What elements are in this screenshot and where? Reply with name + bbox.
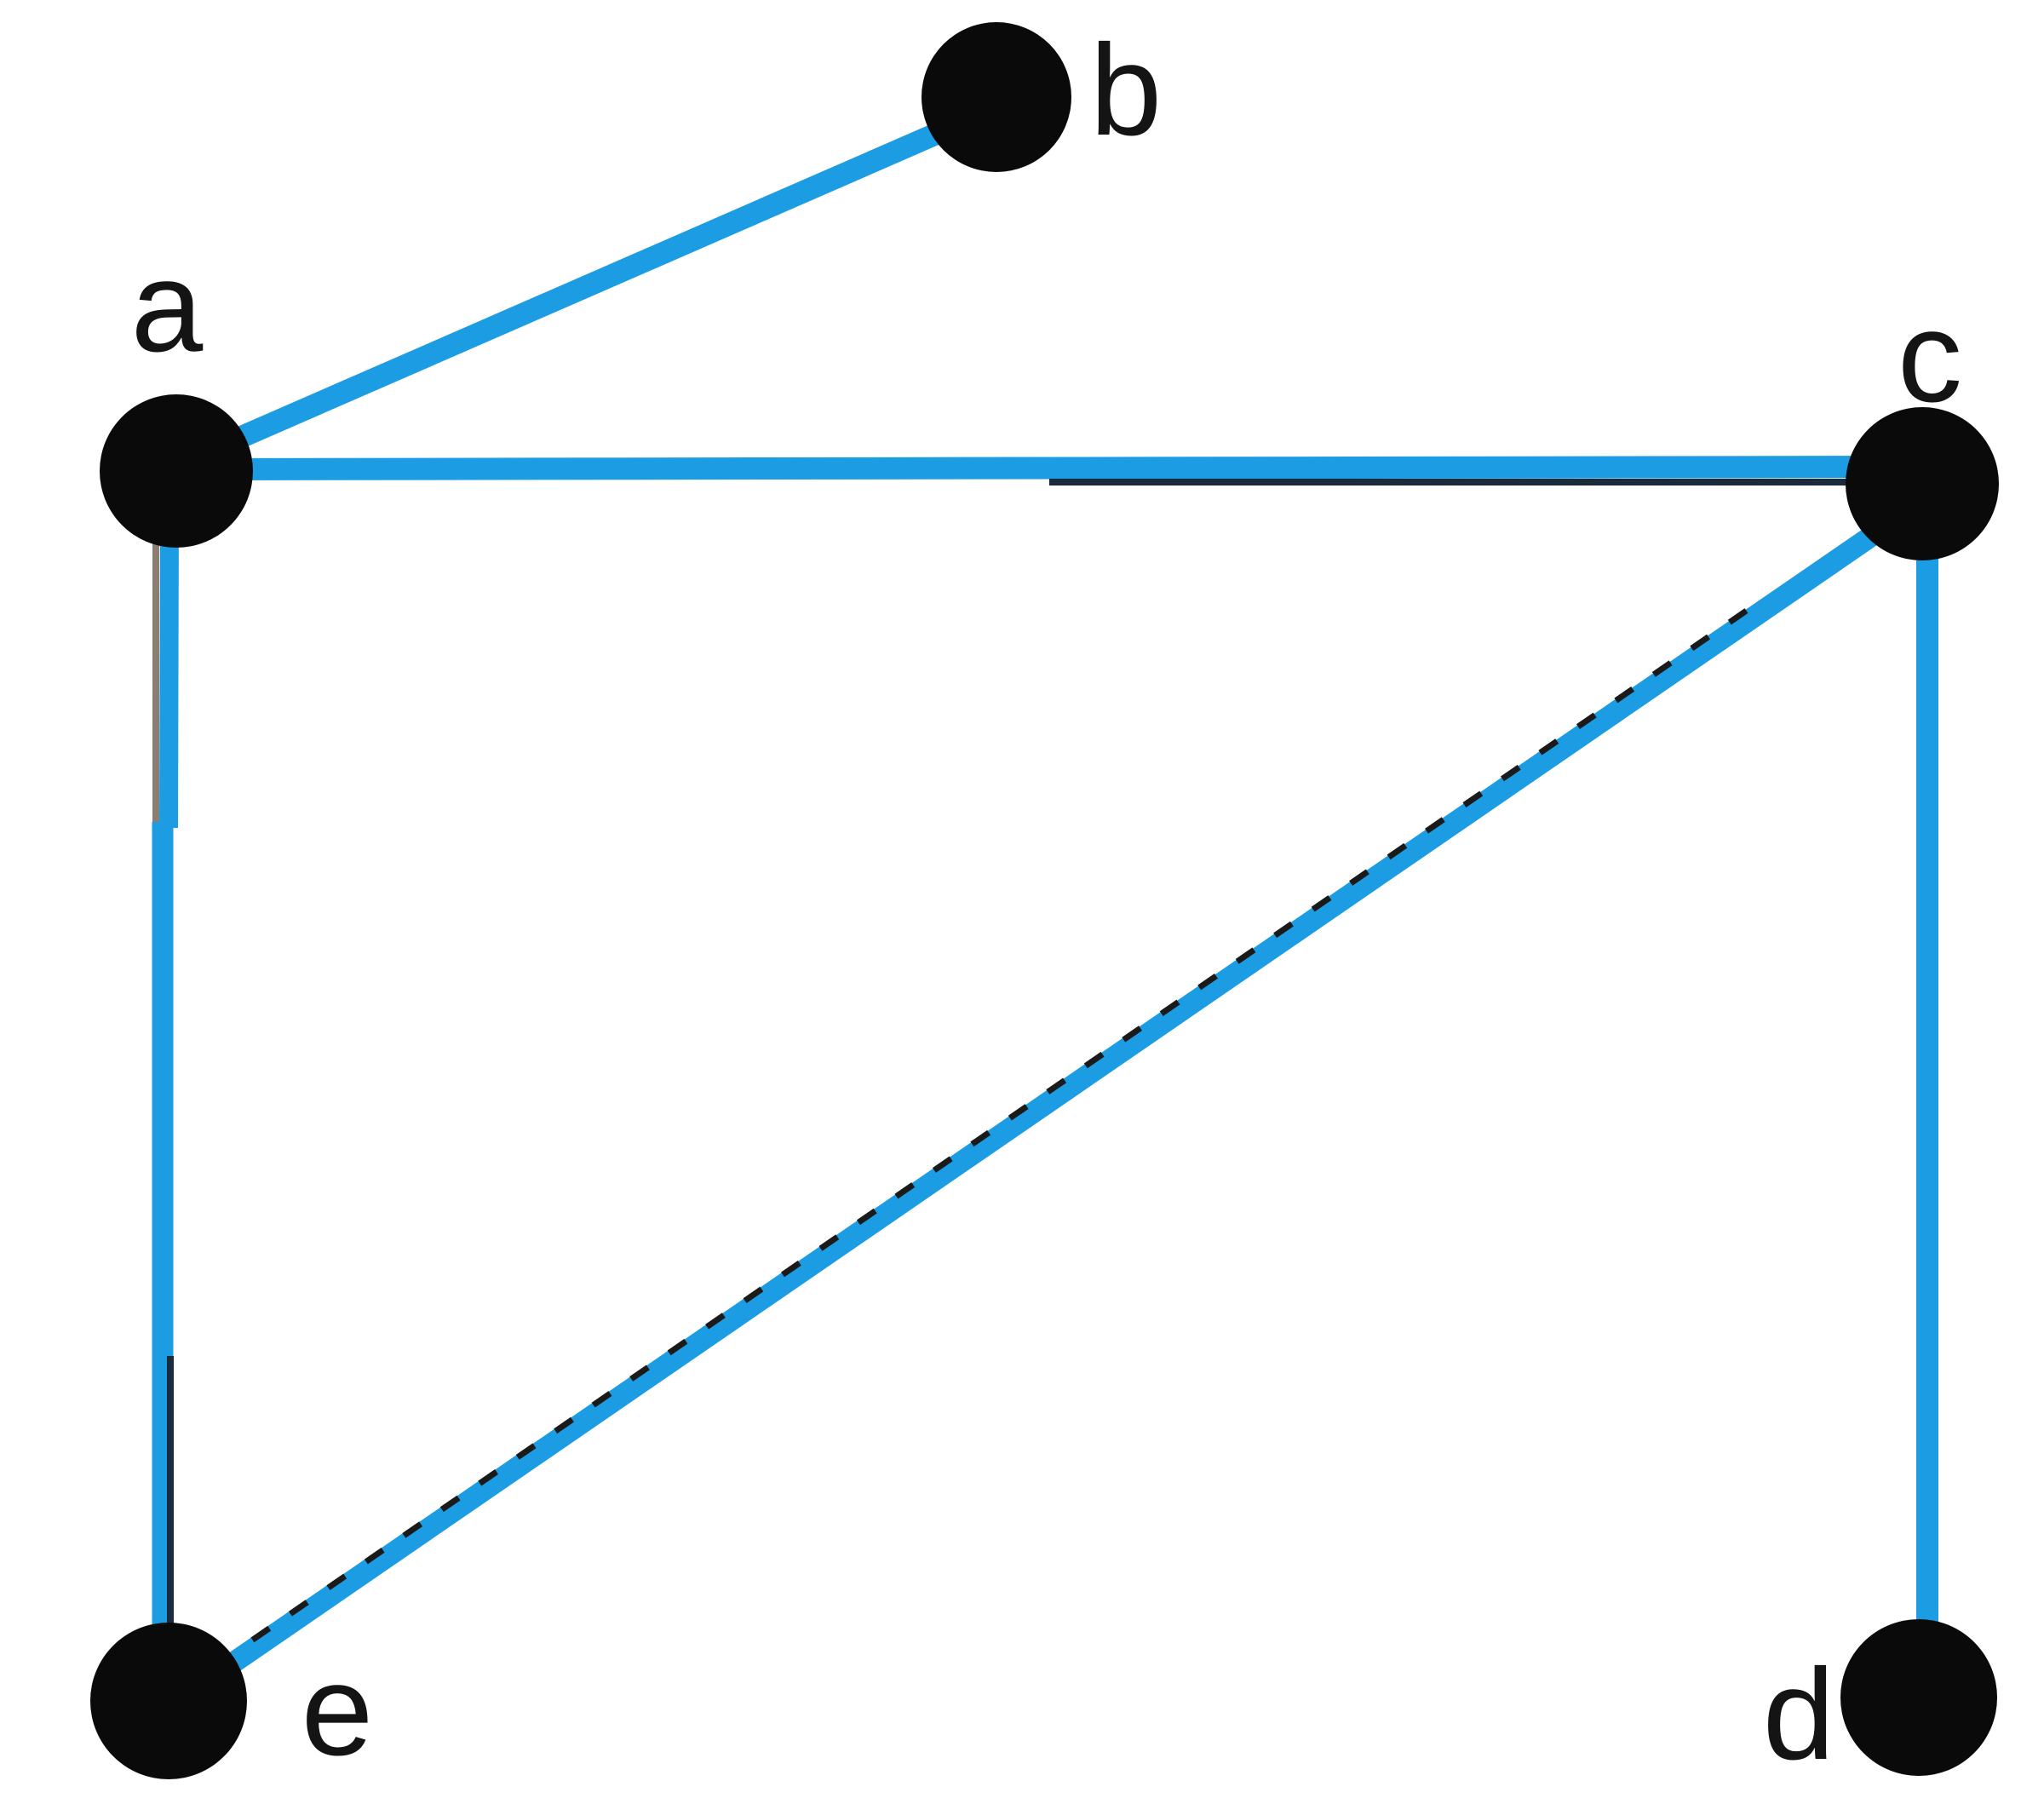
edge-a-b-highlight: [199, 105, 985, 463]
node-e: [90, 1623, 247, 1779]
edge-a-c-highlight: [182, 456, 1934, 480]
node-d: [1840, 1619, 1997, 1776]
node-label-d: d: [1763, 1642, 1835, 1787]
node-c: [1846, 407, 1999, 560]
edge-c-e-base: [213, 607, 1749, 1669]
node-b: [922, 22, 1071, 172]
node-a: [100, 394, 253, 548]
node-label-a: a: [131, 234, 204, 379]
edge-c-e-highlight: [202, 502, 1915, 1689]
node-label-b: b: [1090, 18, 1163, 163]
node-label-e: e: [301, 1638, 374, 1783]
node-label-c: c: [1898, 284, 1962, 429]
